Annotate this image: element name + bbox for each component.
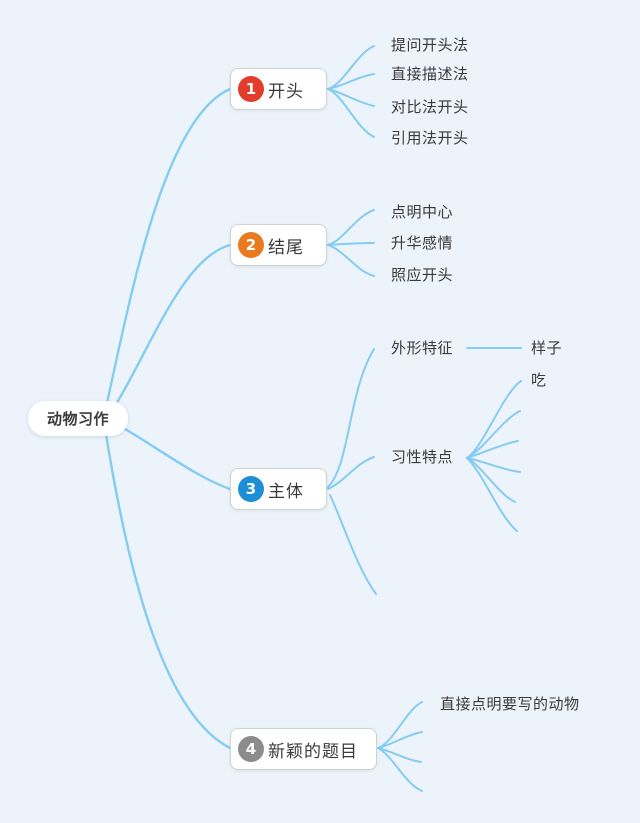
edge-branch2-child3 bbox=[327, 244, 375, 277]
edge-branch4-empty2 bbox=[377, 747, 422, 763]
root-node[interactable]: 动物习作 bbox=[28, 401, 128, 436]
edge-root-branch3 bbox=[118, 424, 232, 491]
child-topic-yangzi[interactable]: 样子 bbox=[531, 339, 563, 357]
edge-root-branch4 bbox=[103, 426, 232, 750]
branch-3-number-badge: 3 bbox=[238, 476, 264, 502]
branch-4-label: 新颖的题目 bbox=[268, 741, 358, 762]
branch-1-number-badge: 1 bbox=[238, 76, 264, 102]
root-label: 动物习作 bbox=[46, 410, 109, 428]
child-topic-xixing-tedian[interactable]: 习性特点 bbox=[391, 448, 454, 466]
branch-node-3[interactable]: 3 主体 bbox=[230, 468, 327, 510]
edge-branch1-child4 bbox=[327, 88, 375, 138]
edge-branch2-child2 bbox=[327, 242, 375, 246]
child-topic-duibi-kaitou[interactable]: 对比法开头 bbox=[391, 98, 469, 116]
child-topic-waixing-tezheng[interactable]: 外形特征 bbox=[391, 339, 454, 357]
child-topic-shenghua-ganqing[interactable]: 升华感情 bbox=[391, 234, 454, 252]
branch-node-4[interactable]: 4 新颖的题目 bbox=[230, 728, 377, 770]
edge-branch3-empty1 bbox=[329, 494, 377, 595]
branch-2-number-badge: 2 bbox=[238, 232, 264, 258]
child-topic-dianming-zhongxin[interactable]: 点明中心 bbox=[391, 203, 454, 221]
edge-xixing-empty3 bbox=[466, 457, 521, 473]
child-topic-zhijie-miaoshu[interactable]: 直接描述法 bbox=[391, 65, 469, 83]
edge-xixing-child1 bbox=[466, 380, 522, 459]
child-topic-tiwen-kaitou[interactable]: 提问开头法 bbox=[391, 36, 469, 54]
branch-node-2[interactable]: 2 结尾 bbox=[230, 224, 327, 266]
edge-branch4-child1 bbox=[377, 701, 423, 749]
edge-root-branch2 bbox=[110, 243, 232, 413]
edge-xixing-empty1 bbox=[466, 410, 521, 459]
edge-branch1-child1 bbox=[327, 45, 375, 90]
edge-branch1-child3 bbox=[327, 88, 375, 107]
child-topic-zhijie-dianming-dongwu[interactable]: 直接点明要写的动物 bbox=[440, 695, 580, 713]
child-topic-chi[interactable]: 吃 bbox=[531, 371, 547, 389]
edge-xixing-empty2 bbox=[466, 440, 519, 459]
child-topic-zhaoying-kaitou[interactable]: 照应开头 bbox=[391, 266, 454, 284]
branch-2-label: 结尾 bbox=[268, 237, 304, 258]
edge-xixing-empty4 bbox=[466, 457, 516, 503]
edge-branch2-child1 bbox=[327, 209, 375, 246]
child-topic-yinyong-kaitou[interactable]: 引用法开头 bbox=[391, 129, 469, 147]
branch-4-number-badge: 4 bbox=[238, 736, 264, 762]
edge-branch4-empty1 bbox=[377, 731, 423, 749]
edge-branch3-child1 bbox=[327, 348, 375, 488]
edge-xixing-empty5 bbox=[466, 457, 518, 532]
branch-3-label: 主体 bbox=[268, 481, 304, 502]
edge-branch4-empty3 bbox=[377, 747, 423, 792]
branch-1-label: 开头 bbox=[268, 81, 304, 102]
edge-root-branch1 bbox=[103, 87, 232, 414]
edge-branch1-child2 bbox=[327, 73, 375, 90]
branch-node-1[interactable]: 1 开头 bbox=[230, 68, 327, 110]
edge-branch3-child2 bbox=[327, 456, 375, 490]
